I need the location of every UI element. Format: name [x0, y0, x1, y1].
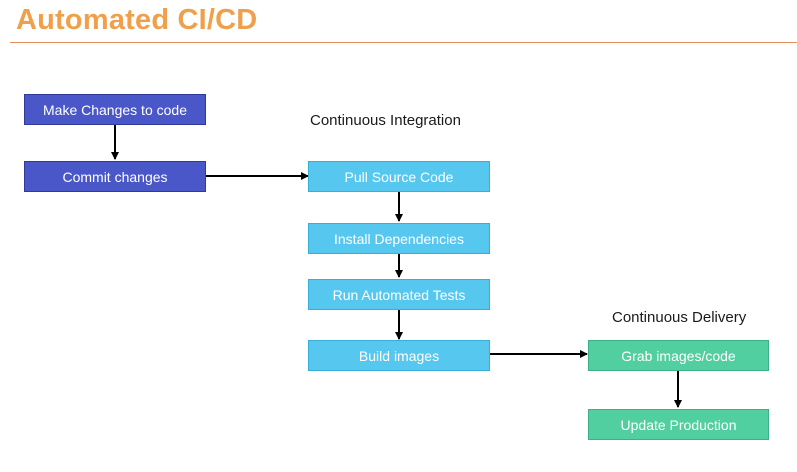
ci-section-label: Continuous Integration	[310, 112, 461, 129]
node-install-dependencies: Install Dependencies	[308, 223, 490, 254]
cd-section-label: Continuous Delivery	[612, 309, 747, 326]
node-run-automated-tests: Run Automated Tests	[308, 279, 490, 310]
title-divider	[10, 42, 797, 43]
node-grab-images-code: Grab images/code	[588, 340, 769, 371]
node-make-changes: Make Changes to code	[24, 94, 206, 125]
slide-title: Automated CI/CD	[16, 4, 258, 36]
node-update-production: Update Production	[588, 409, 769, 440]
node-commit-changes: Commit changes	[24, 161, 206, 192]
node-pull-source-code: Pull Source Code	[308, 161, 490, 192]
node-build-images: Build images	[308, 340, 490, 371]
